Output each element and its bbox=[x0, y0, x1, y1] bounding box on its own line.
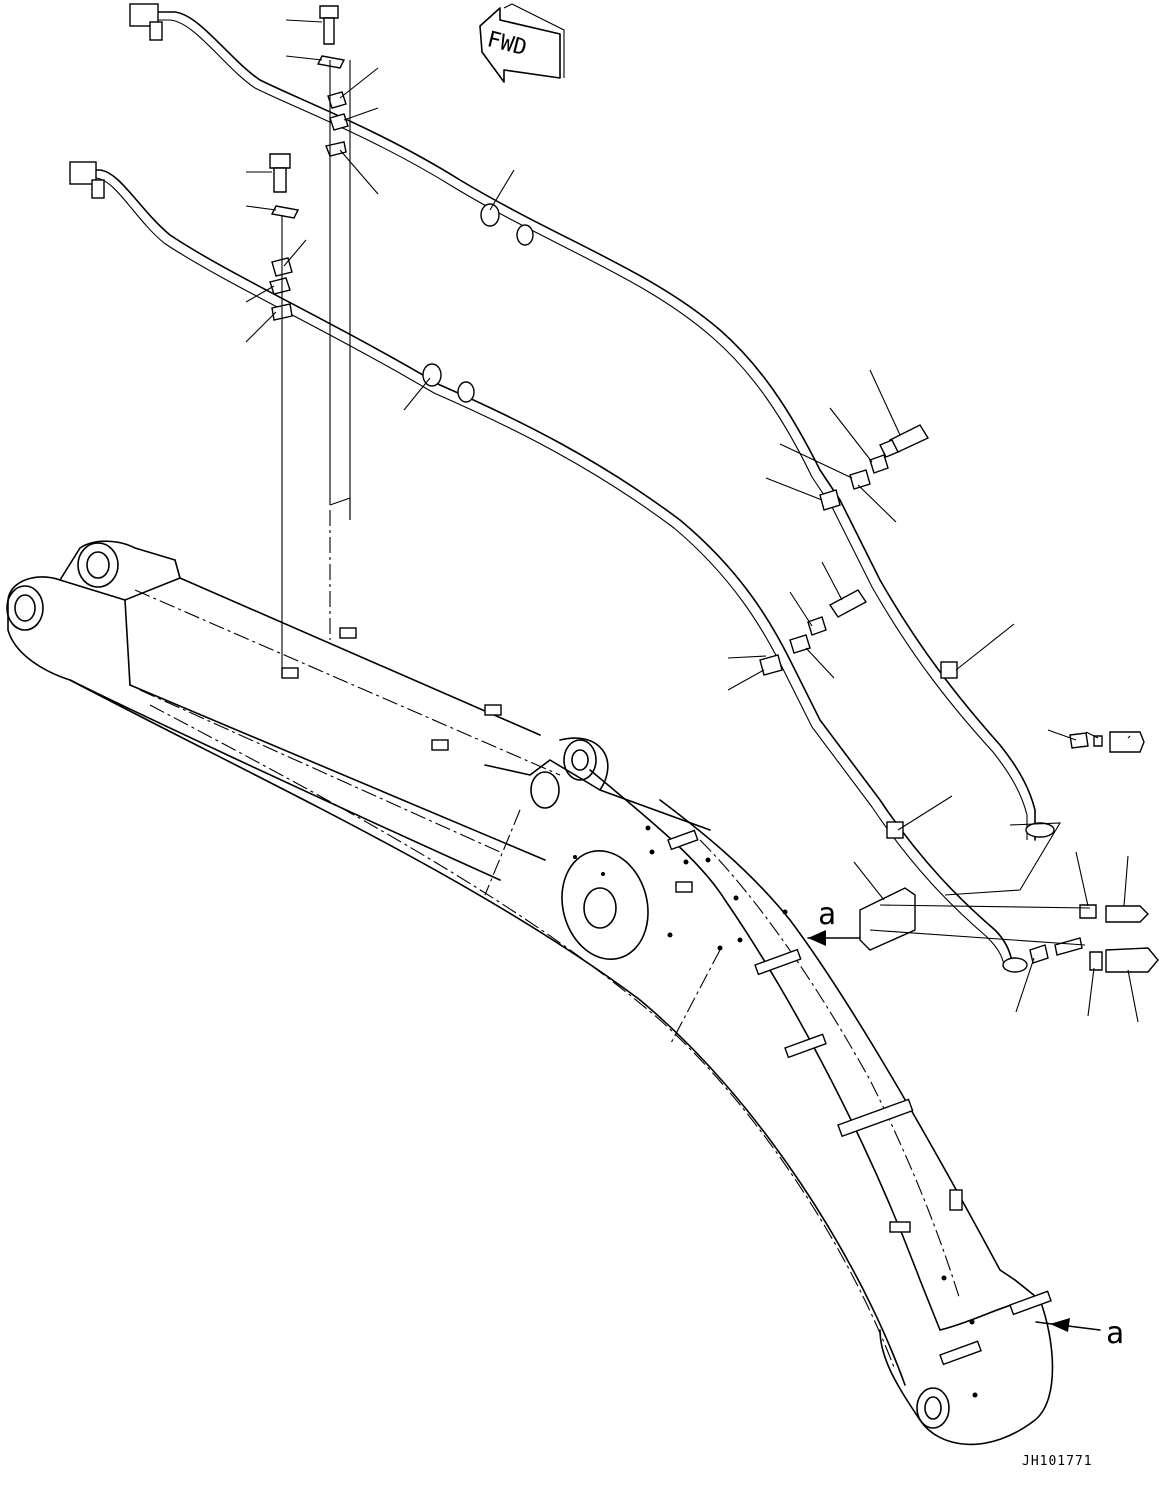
hardware bbox=[269, 5, 1159, 973]
fwd-arrow: FWD bbox=[479, 3, 565, 83]
boom-structure bbox=[6, 510, 1054, 1446]
hydraulic-pipes bbox=[69, 3, 1055, 973]
fwd-label: FWD bbox=[485, 27, 530, 61]
view-marker-left: a bbox=[807, 897, 861, 946]
leader-lines bbox=[245, 19, 1139, 1023]
drawing-number: JH101771 bbox=[1022, 1454, 1093, 1469]
view-marker-right: a bbox=[1035, 1316, 1124, 1351]
view-marker-left-label: a bbox=[818, 897, 836, 932]
view-marker-right-label: a bbox=[1106, 1316, 1124, 1351]
